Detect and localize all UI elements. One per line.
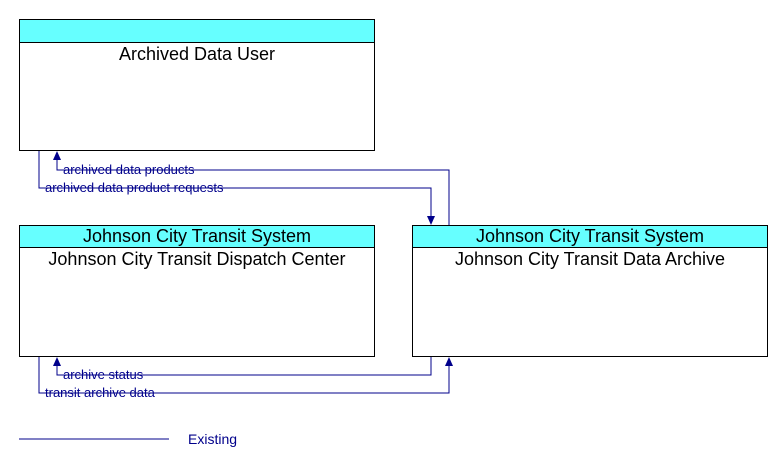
data-archive-box: Johnson City Transit System Johnson City… xyxy=(412,225,768,357)
flow-label-archive-status: archive status xyxy=(63,367,144,382)
archived-data-user-box: Archived Data User xyxy=(19,19,375,151)
box-header xyxy=(20,20,374,43)
arrowhead-icon xyxy=(427,216,435,225)
arrowhead-icon xyxy=(445,357,453,366)
flow-label-archived-data-product-requests: archived data product requests xyxy=(45,180,224,195)
box-title: Archived Data User xyxy=(118,44,276,64)
flow-line-transit-archive-data xyxy=(38,357,450,394)
box-title: Johnson City Transit Dispatch Center xyxy=(48,249,346,269)
arrowhead-icon xyxy=(53,357,61,366)
legend-label-existing: Existing xyxy=(188,431,237,447)
box-header: Johnson City Transit System xyxy=(20,226,374,248)
flow-label-archived-data-products: archived data products xyxy=(63,162,195,177)
arrowhead-icon xyxy=(53,151,61,160)
flow-line-archive-status xyxy=(56,357,432,376)
dispatch-center-box: Johnson City Transit System Johnson City… xyxy=(19,225,375,357)
flow-line-archived-data-product-requests xyxy=(38,151,432,224)
flow-label-transit-archive-data: transit archive data xyxy=(45,385,156,400)
box-header: Johnson City Transit System xyxy=(413,226,767,248)
flow-line-archived-data-products xyxy=(56,152,450,225)
box-title: Johnson City Transit Data Archive xyxy=(454,249,726,269)
